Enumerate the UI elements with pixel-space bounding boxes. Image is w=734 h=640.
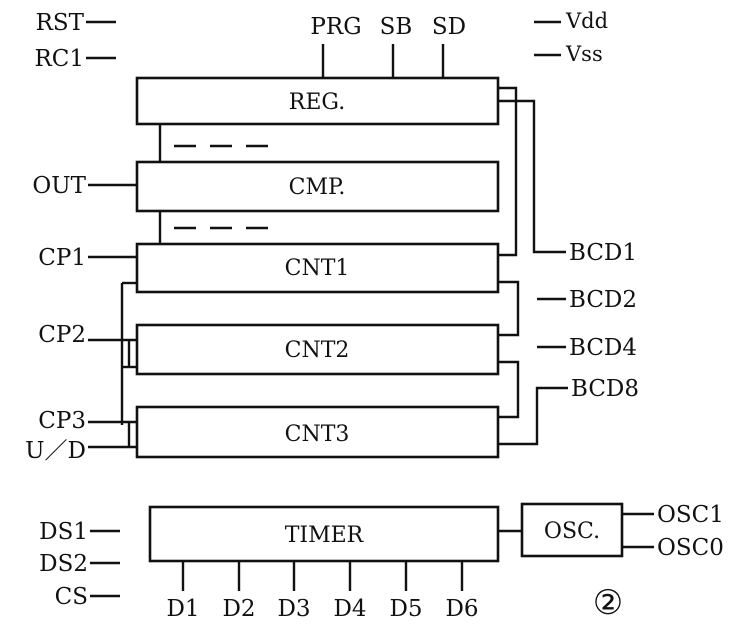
bcd2-pin-label: BCD2 bbox=[569, 287, 637, 313]
cmp-label: CMP. bbox=[289, 175, 346, 200]
cnt1-block: CNT1 bbox=[135, 242, 500, 294]
rst-pin-label: RST bbox=[36, 10, 85, 36]
bcd-wires bbox=[498, 86, 568, 446]
cs-pin-label: CS bbox=[55, 584, 88, 610]
sb-pin-label: SB bbox=[380, 14, 413, 40]
bcd4-pin-label: BCD4 bbox=[569, 335, 637, 361]
ud-pin-label: U／D bbox=[25, 438, 86, 464]
cp3-pin-label: CP3 bbox=[38, 408, 86, 434]
d2-output-label: D2 bbox=[222, 596, 255, 622]
reg-block: REG. bbox=[135, 76, 500, 126]
cmp-block: CMP. bbox=[135, 160, 500, 213]
cnt1-label: CNT1 bbox=[285, 256, 350, 281]
cnt2-label: CNT2 bbox=[285, 338, 350, 363]
right-pin-labels: BCD1 BCD2 BCD4 BCD8 OSC1 OSC0 bbox=[569, 240, 724, 561]
reg-label: REG. bbox=[289, 90, 345, 115]
cnt3-label: CNT3 bbox=[285, 422, 350, 447]
rc1-pin-label: RC1 bbox=[34, 46, 84, 72]
d6-output-label: D6 bbox=[445, 596, 478, 622]
osc-label: OSC. bbox=[544, 519, 600, 544]
prg-pin-label: PRG bbox=[310, 14, 361, 40]
timer-output-labels: D1 D2 D3 D4 D5 D6 bbox=[166, 596, 478, 622]
timer-label: TIMER bbox=[285, 523, 365, 548]
d3-output-label: D3 bbox=[277, 596, 310, 622]
vss-pin-label: Vss bbox=[565, 42, 603, 66]
timer-osc-wires bbox=[181, 512, 654, 591]
d1-output-label: D1 bbox=[166, 596, 199, 622]
out-pin-label: OUT bbox=[32, 173, 86, 199]
ds1-pin-label: DS1 bbox=[39, 519, 88, 545]
bcd8-pin-label: BCD8 bbox=[571, 376, 639, 402]
cnt2-block: CNT2 bbox=[135, 323, 500, 376]
top-pin-labels: PRG SB SD Vdd Vss bbox=[310, 9, 608, 66]
cp2-pin-label: CP2 bbox=[38, 322, 86, 348]
osc-block: OSC. bbox=[520, 502, 624, 558]
cp1-pin-label: CP1 bbox=[38, 245, 86, 271]
osc0-pin-label: OSC0 bbox=[657, 535, 724, 561]
figure-number: ② bbox=[593, 583, 623, 623]
d4-output-label: D4 bbox=[333, 596, 366, 622]
d5-output-label: D5 bbox=[389, 596, 422, 622]
vdd-pin-label: Vdd bbox=[565, 9, 608, 33]
top-pin-wires bbox=[321, 20, 561, 78]
left-pin-wires bbox=[86, 20, 137, 598]
ds2-pin-label: DS2 bbox=[39, 551, 88, 577]
left-pin-labels: RST RC1 OUT CP1 CP2 CP3 U／D DS1 DS2 CS bbox=[25, 10, 88, 610]
bcd1-pin-label: BCD1 bbox=[569, 240, 637, 266]
block-interconnects bbox=[158, 124, 278, 244]
timer-block: TIMER bbox=[148, 505, 500, 563]
sd-pin-label: SD bbox=[432, 14, 466, 40]
cnt3-block: CNT3 bbox=[135, 405, 500, 459]
osc1-pin-label: OSC1 bbox=[657, 502, 724, 528]
